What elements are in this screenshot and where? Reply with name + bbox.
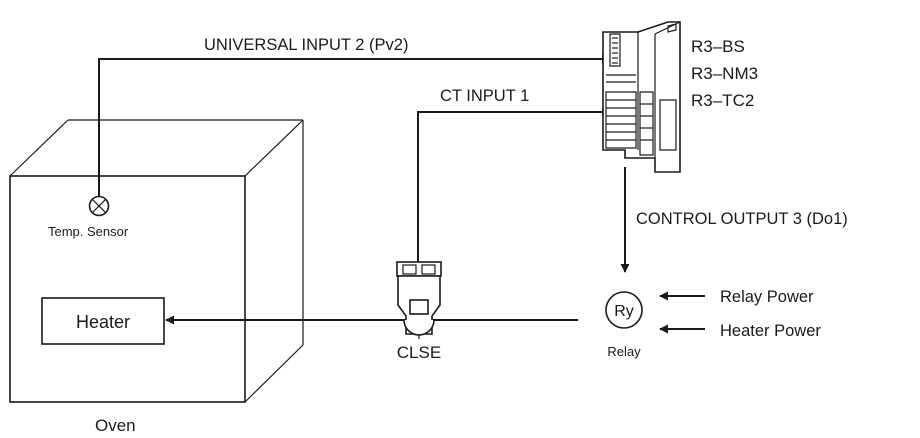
module-label-nm3: R3–NM3 xyxy=(691,64,758,83)
relay-power-label: Relay Power xyxy=(720,288,814,306)
relay-icon xyxy=(605,291,643,329)
relay-label: Relay xyxy=(607,344,641,359)
oven xyxy=(9,119,304,403)
ct-input-label: CT INPUT 1 xyxy=(440,87,529,105)
clse-label: CLSE xyxy=(397,343,441,362)
module-label-tc2: R3–TC2 xyxy=(691,91,754,110)
heater-power-label: Heater Power xyxy=(720,322,821,340)
control-output-label: CONTROL OUTPUT 3 (Do1) xyxy=(636,210,848,228)
oven-label: Oven xyxy=(95,416,136,435)
relay-symbol: Ry xyxy=(614,303,634,320)
temp-sensor-label: Temp. Sensor xyxy=(48,224,129,239)
heater-label: Heater xyxy=(76,312,130,332)
universal-input-wire xyxy=(98,54,611,197)
temp-sensor-icon xyxy=(88,195,110,217)
ct-input-wire xyxy=(417,107,611,262)
heater-box xyxy=(41,297,165,345)
r3-module-icon xyxy=(602,21,681,173)
module-label-bs: R3–BS xyxy=(691,37,745,56)
clse-sensor-icon xyxy=(396,261,442,339)
universal-input-label: UNIVERSAL INPUT 2 (Pv2) xyxy=(204,36,408,54)
